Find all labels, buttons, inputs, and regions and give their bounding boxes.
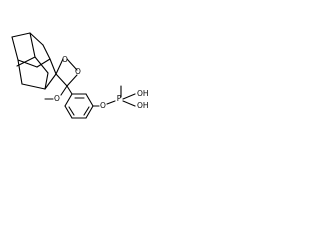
bond [29, 32, 36, 58]
methoxy-oxygen-label: O [54, 94, 60, 103]
dioxetane-ring [55, 58, 78, 87]
bond [17, 59, 38, 68]
bond [85, 93, 94, 107]
bond [49, 58, 57, 75]
bond [60, 85, 68, 96]
bond [21, 83, 46, 90]
atom-labels: O O O O P OH OH [54, 55, 149, 110]
phosphate-oh-upper-label: OH [137, 89, 149, 98]
ring-oxygen-lower-label: O [75, 67, 81, 76]
bond [16, 56, 36, 67]
bond [64, 93, 73, 107]
bond [66, 74, 78, 87]
aromatic-double-bond [68, 106, 75, 116]
bond [106, 100, 116, 105]
ring-oxygen-upper-label: O [62, 55, 68, 64]
molecule-diagram: O O O O P OH OH [11, 32, 149, 119]
phosphate-link-oxygen-label: O [100, 101, 106, 110]
bond [44, 73, 57, 90]
bond [11, 32, 31, 38]
bond [44, 72, 49, 90]
bond [42, 44, 51, 60]
aryl-ring [64, 85, 94, 119]
phosphorus-label: P [117, 94, 122, 103]
adamantane-cage [11, 32, 57, 90]
bond [85, 105, 94, 119]
phosphate-group [92, 85, 136, 107]
bond [29, 32, 44, 46]
bond [55, 58, 64, 75]
bond [122, 100, 136, 107]
bond [122, 93, 136, 100]
bond [64, 105, 73, 119]
bond [11, 36, 19, 61]
bond [66, 85, 73, 95]
bond [17, 59, 23, 85]
phosphate-oh-lower-label: OH [137, 101, 149, 110]
bond [55, 73, 68, 87]
bond [66, 58, 78, 71]
methoxy-group [44, 85, 68, 100]
bond [36, 58, 51, 68]
aromatic-double-bond [83, 106, 90, 116]
bond [34, 56, 49, 74]
